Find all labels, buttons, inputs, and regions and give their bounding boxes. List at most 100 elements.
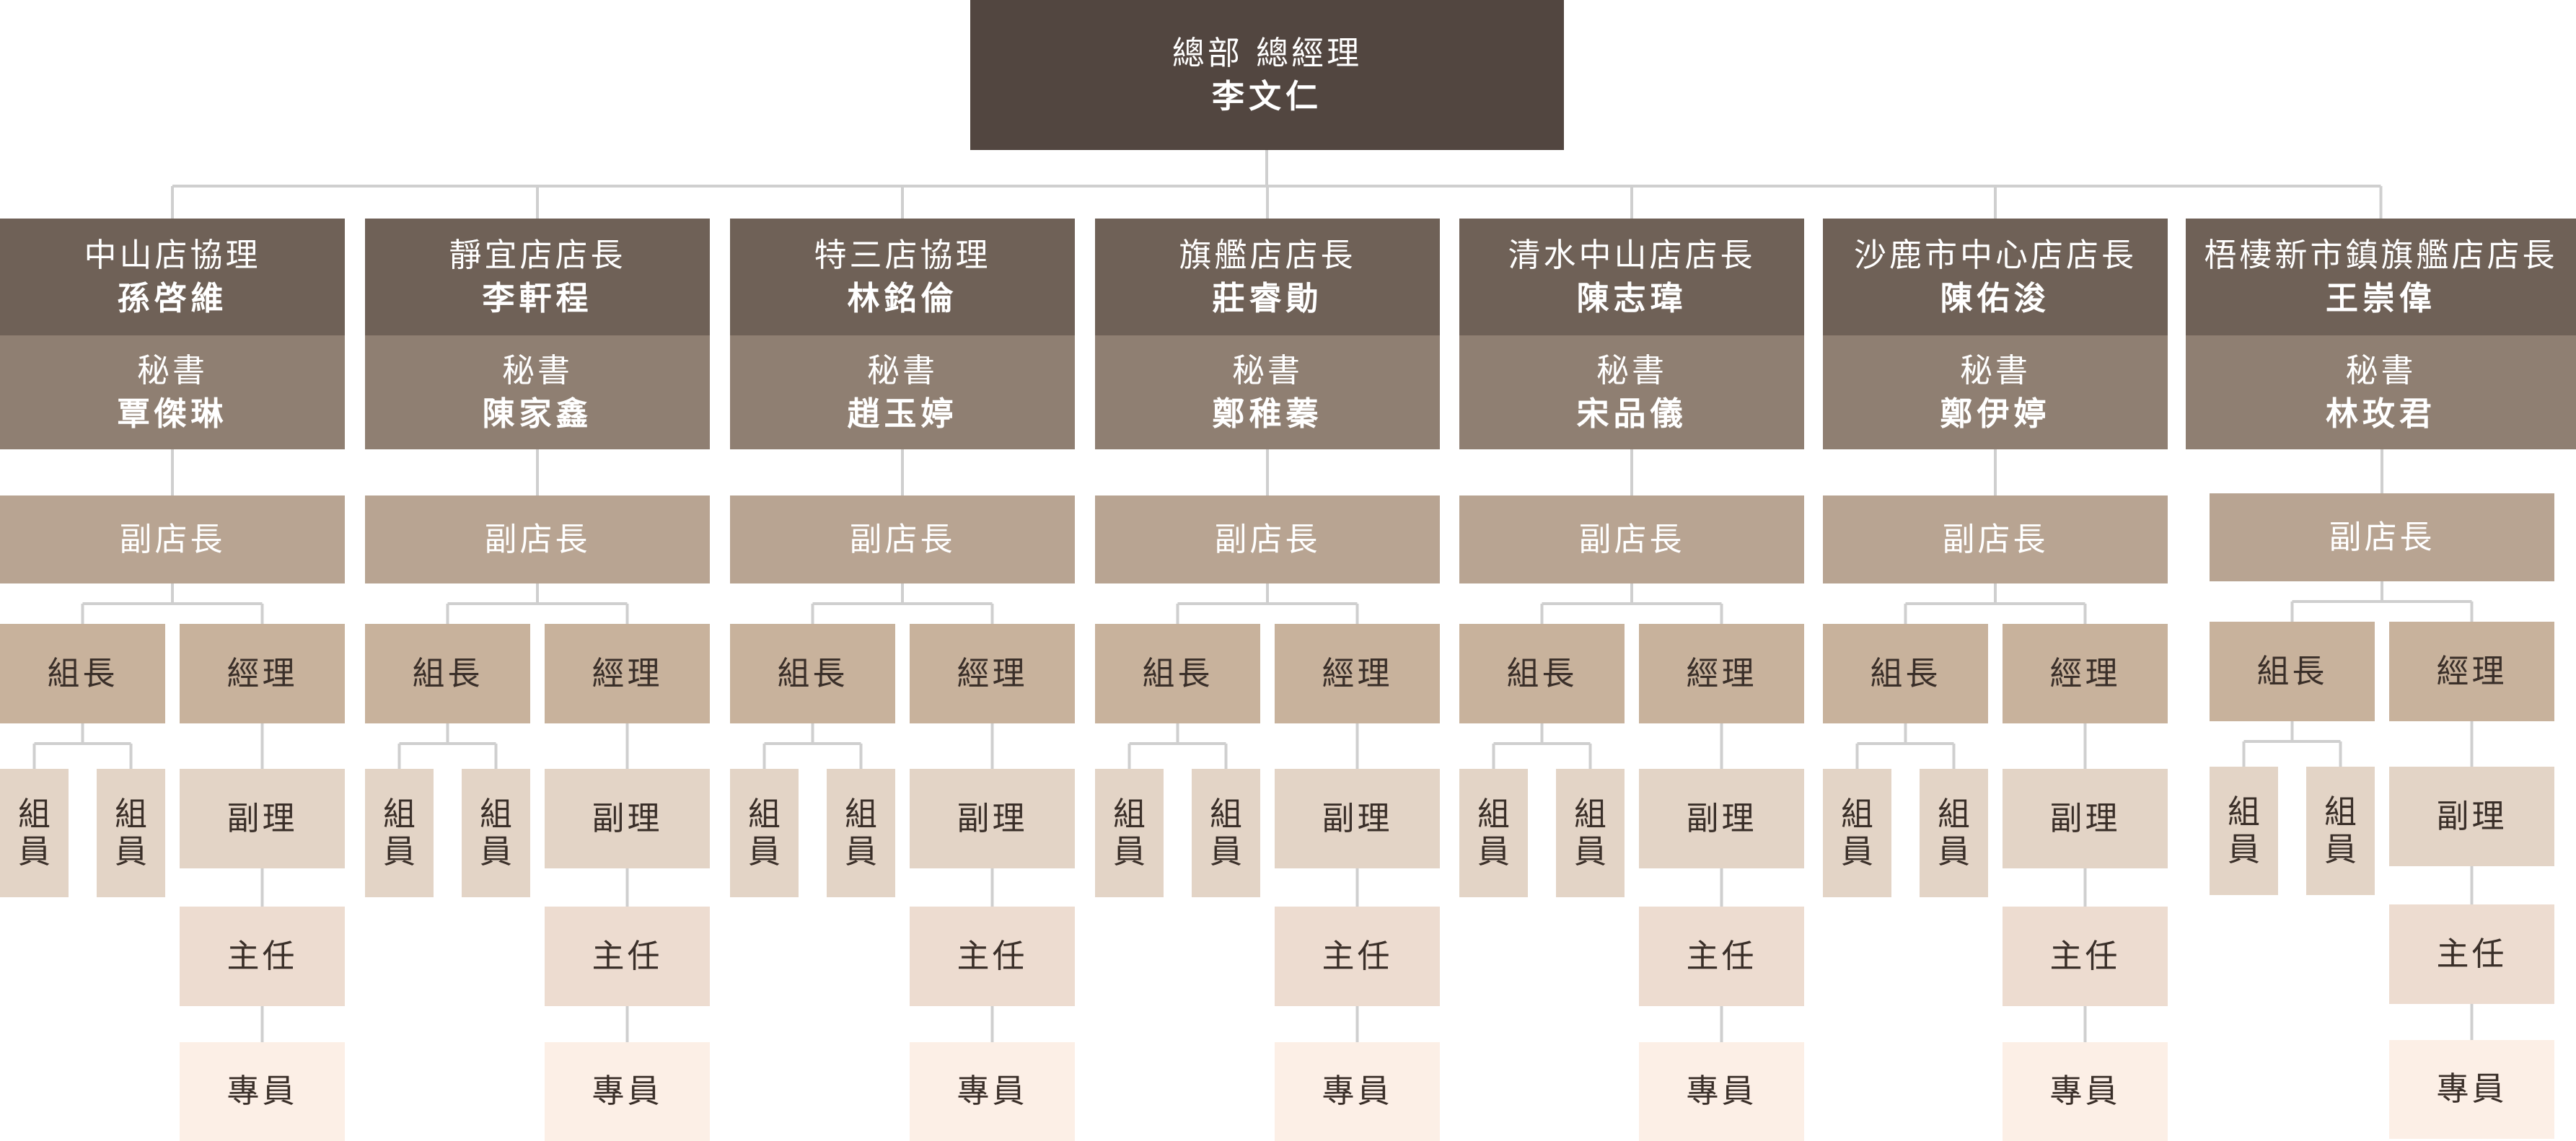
branch-head-name: 孫啓維 [117, 279, 228, 317]
team-member-label: 組員 [1113, 796, 1146, 871]
secretary-label: 秘書 [1596, 351, 1667, 389]
manager-box: 經理 [2389, 622, 2554, 721]
team-member-box: 組員 [2210, 767, 2278, 895]
branch-head-box: 特三店協理林銘倫 [730, 219, 1075, 335]
specialist-box: 專員 [2003, 1042, 2168, 1141]
branch-head-name: 陳佑浚 [1940, 279, 2051, 317]
assistant-manager-label: 副理 [1322, 798, 1393, 837]
supervisor-label: 主任 [592, 936, 663, 975]
vice-manager-label: 副店長 [1214, 519, 1321, 558]
team-member-label: 組員 [1841, 796, 1873, 871]
assistant-manager-box: 副理 [180, 769, 345, 868]
team-leader-label: 組長 [1870, 653, 1941, 692]
assistant-manager-box: 副理 [910, 769, 1075, 868]
manager-label: 經理 [227, 653, 298, 692]
team-member-box: 組員 [1192, 769, 1260, 897]
specialist-label: 專員 [957, 1072, 1028, 1111]
team-leader-box: 組長 [2210, 622, 2375, 721]
team-member-box: 組員 [1459, 769, 1528, 897]
team-leader-label: 組長 [777, 653, 848, 692]
manager-box: 經理 [545, 624, 710, 723]
secretary-name: 覃傑琳 [117, 395, 228, 433]
specialist-label: 專員 [592, 1072, 663, 1111]
team-member-char: 員 [844, 832, 877, 871]
branch-head-name: 莊睿勛 [1212, 279, 1323, 317]
team-member-box: 組員 [365, 769, 434, 897]
team-member-box: 組員 [0, 769, 69, 897]
secretary-name: 林玫君 [2325, 395, 2436, 433]
team-member-char: 組 [2227, 793, 2260, 832]
vice-manager-label: 副店長 [2329, 517, 2435, 556]
supervisor-label: 主任 [227, 936, 298, 975]
manager-box: 經理 [1639, 624, 1804, 723]
secretary-label: 秘書 [1231, 351, 1303, 389]
manager-label: 經理 [1322, 653, 1393, 692]
secretary-label: 秘書 [2345, 351, 2417, 389]
team-member-box: 組員 [1556, 769, 1625, 897]
assistant-manager-label: 副理 [592, 798, 663, 837]
specialist-label: 專員 [2049, 1072, 2121, 1111]
team-leader-box: 組長 [1095, 624, 1260, 723]
assistant-manager-label: 副理 [2049, 798, 2121, 837]
team-member-label: 組員 [2228, 793, 2260, 868]
secretary-box: 秘書覃傑琳 [0, 335, 345, 449]
specialist-box: 專員 [180, 1042, 345, 1141]
top-name: 李文仁 [1211, 77, 1322, 115]
team-member-char: 員 [747, 832, 781, 871]
team-member-char: 組 [114, 795, 147, 834]
team-member-char: 組 [1112, 795, 1146, 834]
branch-head-name: 陳志瑋 [1576, 279, 1687, 317]
team-member-label: 組員 [1477, 796, 1510, 871]
secretary-name: 鄭稚蓁 [1212, 395, 1323, 433]
supervisor-box: 主任 [2389, 904, 2554, 1004]
vice-manager-label: 副店長 [484, 519, 591, 558]
secretary-box: 秘書鄭稚蓁 [1095, 335, 1440, 449]
supervisor-box: 主任 [1639, 907, 1804, 1006]
team-leader-label: 組長 [1506, 653, 1578, 692]
team-member-label: 組員 [18, 796, 50, 871]
vice-manager-label: 副店長 [1578, 519, 1685, 558]
supervisor-label: 主任 [2049, 936, 2121, 975]
team-leader-box: 組長 [1459, 624, 1625, 723]
team-member-char: 員 [114, 832, 147, 871]
specialist-label: 專員 [1322, 1072, 1393, 1111]
manager-label: 經理 [957, 653, 1028, 692]
manager-box: 經理 [2003, 624, 2168, 723]
team-member-label: 組員 [383, 796, 416, 871]
team-member-char: 組 [1840, 795, 1873, 834]
assistant-manager-label: 副理 [957, 798, 1028, 837]
assistant-manager-label: 副理 [227, 798, 298, 837]
assistant-manager-box: 副理 [545, 769, 710, 868]
vice-manager-label: 副店長 [1942, 519, 2049, 558]
vice-manager-box: 副店長 [2210, 493, 2554, 581]
team-leader-label: 組長 [2256, 651, 2328, 690]
team-member-char: 員 [1112, 832, 1146, 871]
branch-title: 中山店協理 [84, 235, 261, 274]
vice-manager-box: 副店長 [1095, 495, 1440, 583]
manager-label: 經理 [592, 653, 663, 692]
team-member-label: 組員 [748, 796, 781, 871]
manager-label: 經理 [2436, 651, 2507, 690]
manager-label: 經理 [2049, 653, 2121, 692]
team-member-label: 組員 [845, 796, 877, 871]
secretary-label: 秘書 [1959, 351, 2031, 389]
vice-manager-box: 副店長 [730, 495, 1075, 583]
secretary-label: 秘書 [866, 351, 938, 389]
team-member-char: 員 [17, 832, 50, 871]
vice-manager-box: 副店長 [0, 495, 345, 583]
supervisor-box: 主任 [2003, 907, 2168, 1006]
team-member-char: 組 [17, 795, 50, 834]
specialist-box: 專員 [910, 1042, 1075, 1141]
secretary-name: 陳家鑫 [482, 395, 593, 433]
manager-label: 經理 [1686, 653, 1757, 692]
team-member-char: 員 [382, 832, 416, 871]
specialist-label: 專員 [2436, 1070, 2507, 1109]
assistant-manager-box: 副理 [1275, 769, 1440, 868]
assistant-manager-box: 副理 [2003, 769, 2168, 868]
team-leader-label: 組長 [47, 653, 118, 692]
secretary-box: 秘書林玫君 [2186, 335, 2576, 449]
supervisor-box: 主任 [1275, 907, 1440, 1006]
team-member-char: 員 [1840, 832, 1873, 871]
